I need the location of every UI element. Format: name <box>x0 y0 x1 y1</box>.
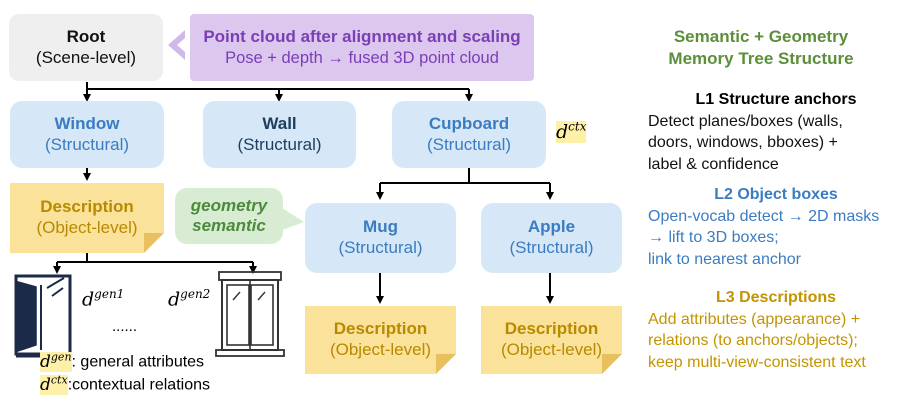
l1-heading: L1 Structure anchors <box>695 91 857 108</box>
window-title: Window <box>54 113 120 133</box>
apple-desc-title: Description <box>504 319 599 339</box>
mug-description-node: Description (Object-level) <box>305 306 456 374</box>
d-ctx-label: dctx <box>556 120 587 144</box>
pointcloud-subtitle: Pose + depth → fused 3D point cloud <box>225 48 499 67</box>
mug-desc-subtitle: (Object-level) <box>329 340 432 359</box>
ellipsis: ...... <box>112 318 138 335</box>
pointcloud-title: Point cloud after alignment and scaling <box>203 27 521 47</box>
cupboard-subtitle: (Structural) <box>426 134 512 154</box>
pointcloud-node: Point cloud after alignment and scaling … <box>190 14 534 81</box>
l3-heading: L3 Descriptions <box>715 289 837 306</box>
geo-line2: semantic <box>192 216 266 235</box>
apple-node: Apple (Structural) <box>481 203 622 273</box>
mug-title: Mug <box>363 217 398 237</box>
right-title-line1: Semantic + Geometry <box>673 27 849 46</box>
window-subtitle: (Structural) <box>44 134 130 154</box>
window-desc-title: Description <box>40 197 134 217</box>
l1-body: Detect planes/boxes (walls, doors, windo… <box>648 113 843 173</box>
d-gen1-label: dgen1 <box>82 287 125 311</box>
right-title-line2: Memory Tree Structure <box>668 49 854 69</box>
apple-description-node: Description (Object-level) <box>481 306 622 374</box>
cupboard-node: Cupboard (Structural) <box>392 101 546 168</box>
root-subtitle: (Scene-level) <box>35 47 137 67</box>
root-node: Root (Scene-level) <box>9 14 163 81</box>
wall-title: Wall <box>262 113 297 133</box>
geo-bubble-tail <box>282 208 304 230</box>
open-window-icon <box>14 274 72 358</box>
mug-node: Mug (Structural) <box>305 203 456 273</box>
right-panel-title: Semantic + Geometry Memory Tree Structur… <box>636 26 886 70</box>
wall-subtitle: (Structural) <box>237 134 322 154</box>
cupboard-title: Cupboard <box>428 113 510 133</box>
closed-window-icon <box>215 271 285 357</box>
wall-node: Wall (Structural) <box>203 101 356 168</box>
mug-desc-title: Description <box>333 319 428 339</box>
apple-subtitle: (Structural) <box>509 238 594 257</box>
window-description-node: Description (Object-level) <box>10 183 164 253</box>
apple-title: Apple <box>527 217 576 237</box>
legend-gen: dgen: general attributes <box>40 350 205 372</box>
l2-body: Open-vocab detect → 2D masks → lift to 3… <box>648 208 880 268</box>
apple-desc-subtitle: (Object-level) <box>500 340 603 359</box>
geo-line1: geometry <box>190 195 268 215</box>
legend-ctx: dctx:contextual relations <box>40 373 210 395</box>
d-gen2-label: dgen2 <box>168 287 211 311</box>
root-title: Root <box>66 26 106 46</box>
mug-subtitle: (Structural) <box>338 238 423 257</box>
l3-body: Add attributes (appearance) + relations … <box>648 311 866 371</box>
window-desc-subtitle: (Object-level) <box>36 218 138 237</box>
geometry-semantic-bubble: geometry semantic <box>175 188 283 244</box>
window-node: Window (Structural) <box>10 101 164 168</box>
l2-heading: L2 Object boxes <box>714 186 838 203</box>
pointcloud-chevron <box>168 30 185 60</box>
